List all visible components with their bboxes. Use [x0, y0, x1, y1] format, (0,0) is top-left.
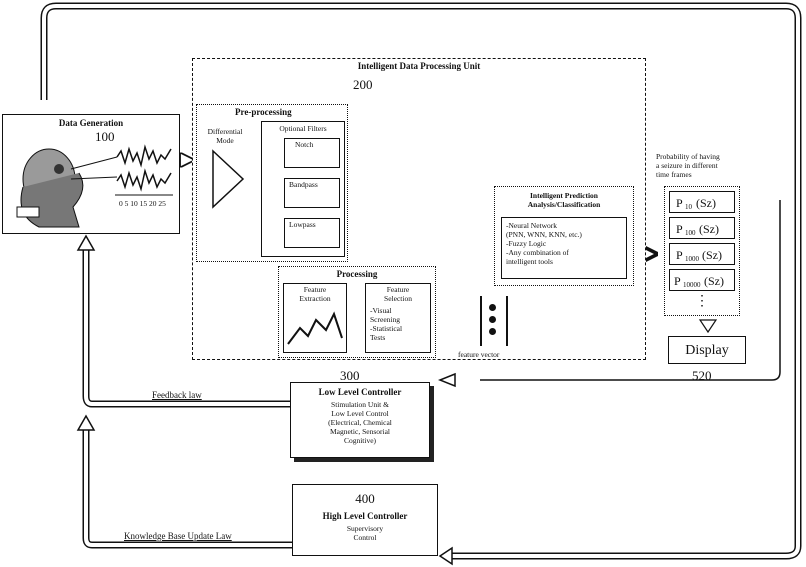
time-axis-ticks: 0 5 10 15 20 25: [119, 199, 166, 208]
low-level-sub: Stimulation Unit & Low Level Control (El…: [291, 400, 429, 445]
low-level-controller-box: Low Level Controller Stimulation Unit & …: [290, 382, 430, 458]
knowledge-law-label: Knowledge Base Update Law: [124, 531, 232, 541]
low-level-arrow: [440, 374, 455, 386]
filter-notch: Notch: [284, 138, 340, 168]
feedback-up-arrow: [78, 236, 94, 250]
p100-cell: P100(Sz): [669, 217, 735, 239]
feature-selection-label: Feature Selection: [366, 285, 430, 303]
idpu-number: 200: [353, 77, 373, 93]
prediction-box: Intelligent Prediction Analysis/Classifi…: [494, 186, 634, 286]
feature-vector-bracket: [480, 296, 508, 346]
high-level-number: 400: [293, 491, 437, 507]
feature-extraction-box: Feature Extraction: [283, 283, 347, 353]
idpu-title: Intelligent Data Processing Unit: [193, 61, 645, 71]
feature-curve-icon: [286, 306, 344, 350]
p1000-cell: P1000(Sz): [669, 243, 735, 265]
differential-mode-label: Differential Mode: [199, 127, 251, 145]
optional-filters-box: Optional Filters Notch Bandpass Lowpass: [261, 121, 345, 257]
high-level-title: High Level Controller: [293, 511, 437, 521]
prediction-title: Intelligent Prediction Analysis/Classifi…: [495, 191, 633, 209]
probability-title: Probability of having a seizure in diffe…: [656, 152, 720, 179]
display-label: Display: [669, 343, 745, 359]
prediction-tools: -Neural Network (PNN, WNN, KNN, etc.) -F…: [506, 221, 582, 266]
probability-ellipsis: ⋮: [665, 293, 739, 310]
low-level-title: Low Level Controller: [291, 387, 429, 397]
knowledge-up-arrow: [78, 416, 94, 430]
eeg-trace-2: [117, 171, 171, 189]
processing-title: Processing: [279, 269, 435, 279]
feature-vector-label: feature vector: [458, 350, 499, 359]
display-number: 520: [692, 368, 712, 384]
optional-filters-label: Optional Filters: [262, 124, 344, 133]
feedback-law-label: Feedback law: [152, 390, 202, 400]
prediction-tools-box: -Neural Network (PNN, WNN, KNN, etc.) -F…: [501, 217, 627, 279]
feature-selection-box: Feature Selection -Visual Screening -Sta…: [365, 283, 431, 353]
p10-cell: P10(Sz): [669, 191, 735, 213]
probability-column: P10(Sz) P100(Sz) P1000(Sz) P10000(Sz) ⋮: [664, 186, 740, 316]
eeg-trace-1: [117, 147, 171, 165]
display-box: Display: [668, 336, 746, 364]
preprocessing-title: Pre-processing: [235, 107, 292, 117]
filter-lowpass: Lowpass: [284, 218, 340, 248]
data-generation-title: Data Generation: [3, 118, 179, 128]
filter-bandpass: Bandpass: [284, 178, 340, 208]
high-level-arrow: [440, 548, 452, 564]
p10000-cell: P10000(Sz): [669, 269, 735, 291]
eeg-head-illustration: [9, 137, 179, 231]
processing-box: Processing Feature Extraction Feature Se…: [278, 266, 436, 358]
feature-extraction-label: Feature Extraction: [284, 285, 346, 303]
feature-selection-items: -Visual Screening -Statistical Tests: [370, 306, 402, 342]
high-level-sub: Supervisory Control: [293, 524, 437, 542]
differential-amplifier-icon: [211, 149, 245, 209]
data-generation-box: Data Generation 100 0 5 10 15 20 25: [2, 114, 180, 234]
preprocessing-box: Pre-processing Differential Mode Optiona…: [196, 104, 348, 262]
high-level-controller-box: 400 High Level Controller Supervisory Co…: [292, 484, 438, 556]
